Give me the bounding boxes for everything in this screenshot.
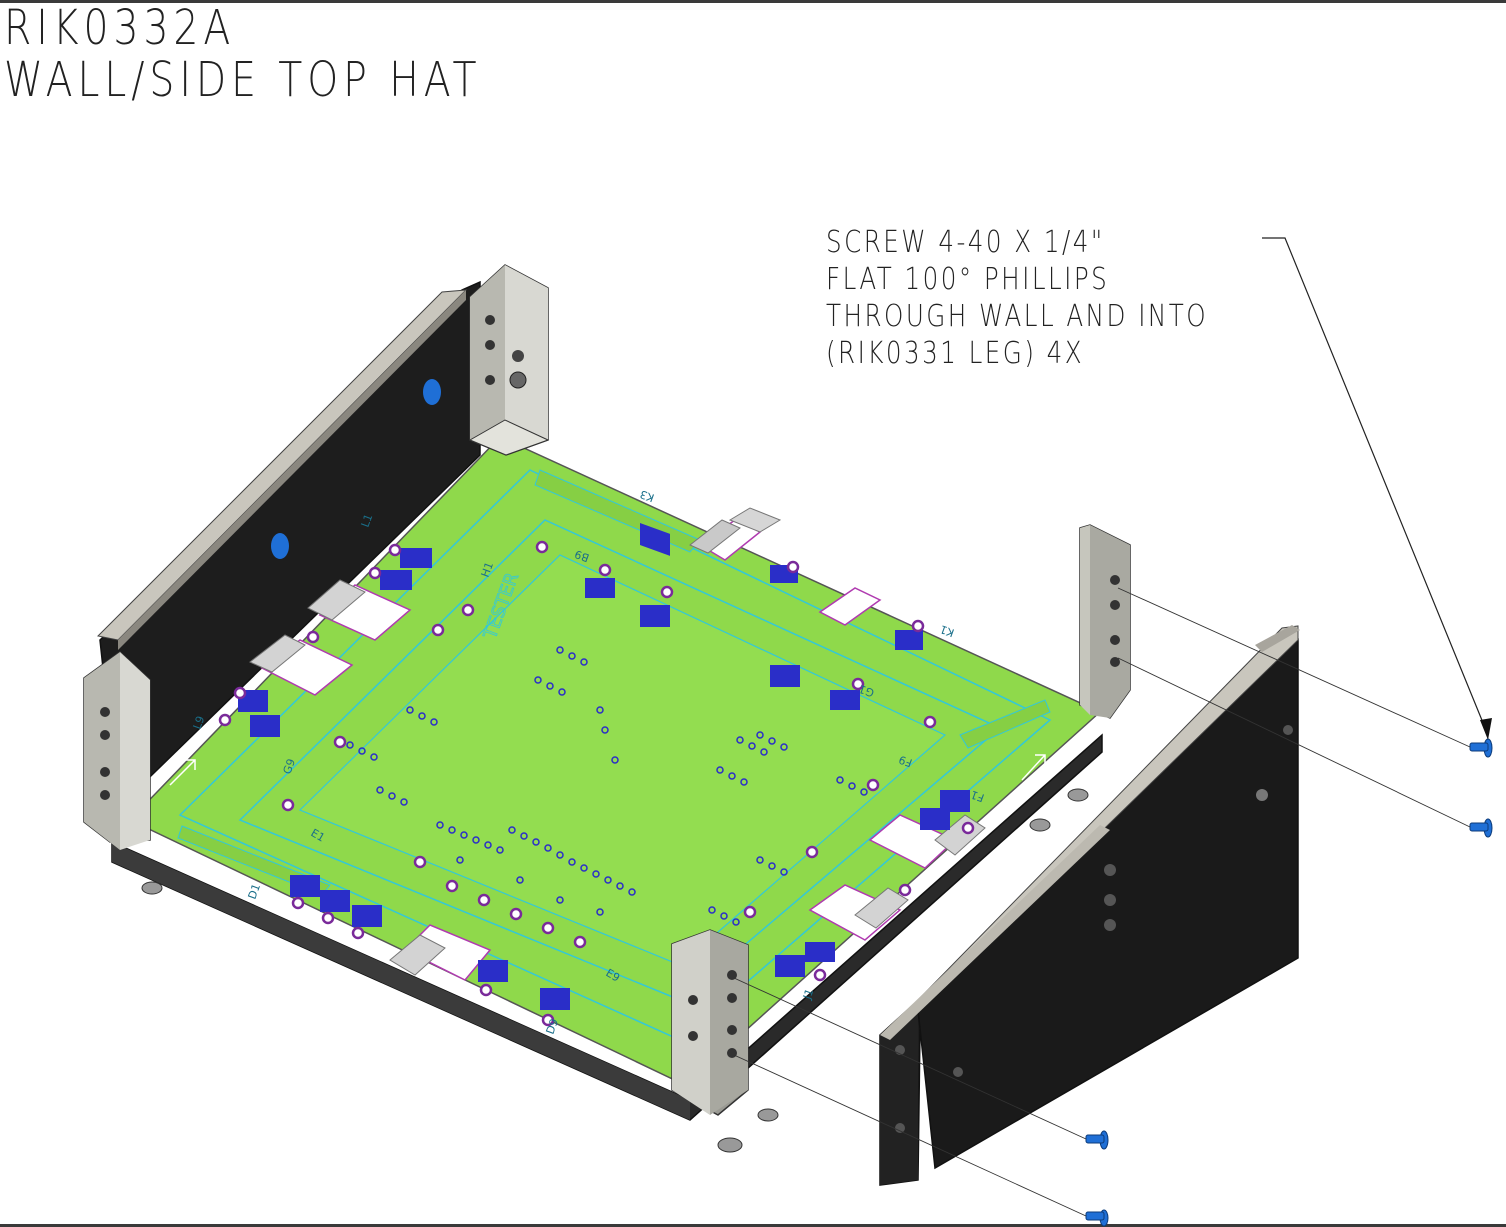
label-b9: B9 — [573, 547, 591, 564]
screw-icon — [1469, 818, 1493, 838]
exploded-wall — [879, 625, 1300, 1186]
orientation-arrows — [169, 754, 1046, 786]
label-h1: H1 — [479, 560, 496, 579]
title-block: RIK0332A WALL/SIDE TOP HAT — [4, 2, 586, 106]
silkscreen-labels: K3 K1 L1 L9 H1 G1 G9 F9 F1 E1 E9 D1 D9 J… — [191, 487, 986, 1036]
label-g1: G1 — [857, 682, 876, 700]
label-l1: L1 — [359, 512, 376, 529]
callout-line-3: THROUGH WALL AND INTO — [826, 299, 1209, 334]
via-field — [346, 646, 868, 926]
screw-icon — [1085, 1209, 1109, 1227]
pcb-board: K3 K1 L1 L9 H1 G1 G9 F9 F1 E1 E9 D1 D9 J… — [128, 436, 1102, 1086]
sheet-border-bottom — [0, 1224, 1506, 1227]
explode-lines — [733, 587, 1471, 1217]
label-d9: D9 — [544, 1017, 562, 1036]
leveling-feet — [141, 788, 1089, 1153]
pad-arrays — [238, 522, 970, 1010]
sheet-border-top — [0, 0, 1506, 3]
label-k3: K3 — [638, 487, 656, 504]
label-f9: F9 — [897, 753, 914, 770]
label-d1: D1 — [246, 882, 264, 901]
callout-line-1: SCREW 4-40 X 1/4" — [826, 225, 1105, 260]
screws — [1085, 738, 1493, 1227]
mounting-vias — [218, 540, 975, 1027]
screw-icon — [1085, 1130, 1109, 1150]
label-e1: E1 — [309, 826, 328, 844]
callout-line-2: FLAT 100° PHILLIPS — [826, 262, 1110, 297]
label-g9: G9 — [281, 757, 299, 776]
corner-leg-back — [468, 264, 550, 456]
screw-head-icon — [271, 533, 289, 559]
label-e9: E9 — [604, 966, 623, 984]
screw-icon — [1469, 738, 1493, 758]
label-f1: F1 — [969, 788, 986, 805]
corner-leg-left — [83, 651, 151, 850]
label-l9: L9 — [191, 714, 208, 731]
callout-note: SCREW 4-40 X 1/4" FLAT 100° PHILLIPS THR… — [826, 224, 1292, 372]
screw-head-icon — [423, 379, 441, 405]
corner-leg-right — [1079, 524, 1131, 719]
part-name: WALL/SIDE TOP HAT — [4, 52, 482, 108]
corner-leg-front — [671, 929, 749, 1116]
callout-line-4: (RIK0331 LEG) 4X — [826, 336, 1085, 371]
part-number: RIK0332A — [4, 0, 236, 56]
callout-leader — [1262, 237, 1492, 740]
label-k1: K1 — [938, 622, 956, 639]
label-j1: J1 — [800, 987, 816, 1002]
leader-arrowhead-icon — [1480, 718, 1492, 740]
